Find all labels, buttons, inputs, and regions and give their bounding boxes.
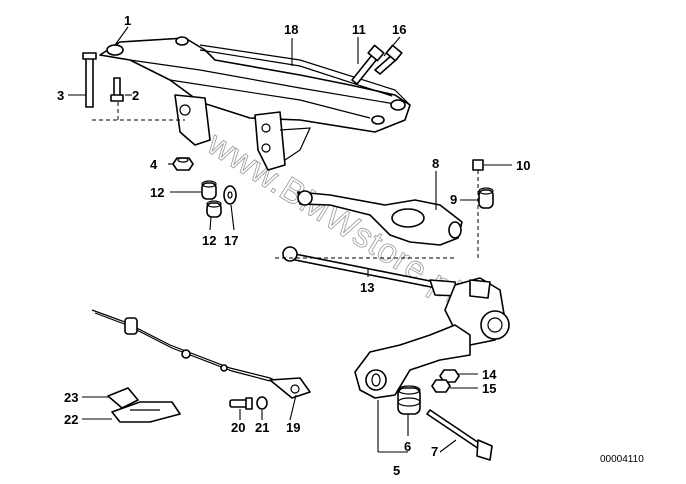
upper-control-arm — [297, 190, 463, 246]
callout-6: 6 — [404, 439, 411, 454]
bushing-9 — [478, 187, 494, 209]
callout-4: 4 — [150, 157, 158, 172]
nut-15 — [431, 379, 451, 393]
bolt-11 — [351, 44, 385, 85]
callout-14: 14 — [482, 367, 497, 382]
abs-sensor-cable — [91, 309, 311, 399]
callout-5: 5 — [393, 463, 400, 478]
clip-23 — [107, 387, 139, 409]
callout-16: 16 — [392, 22, 406, 37]
washer-21 — [256, 396, 268, 410]
callout-15: 15 — [482, 381, 496, 396]
callout-18: 18 — [284, 22, 298, 37]
callout-19: 19 — [286, 420, 300, 435]
callout-13: 13 — [360, 280, 374, 295]
nut-14 — [439, 369, 460, 383]
rear-axle-carrier — [99, 36, 411, 171]
rubber-mount-6 — [397, 385, 421, 415]
screw-2 — [110, 77, 124, 102]
bushing-12-lower — [206, 200, 222, 218]
callout-23: 23 — [64, 390, 78, 405]
callout-7: 7 — [431, 444, 438, 459]
lower-trailing-arm — [354, 324, 471, 399]
callout-labels: 1 2 3 4 5 6 7 8 9 10 11 12 12 13 14 15 1… — [57, 13, 530, 478]
callout-12-upper: 12 — [150, 185, 164, 200]
clip-22 — [111, 401, 181, 423]
track-rod-13 — [275, 246, 459, 297]
nut-4 — [172, 157, 194, 171]
callout-8: 8 — [432, 156, 439, 171]
bolt-7 — [426, 409, 493, 461]
callout-20: 20 — [231, 420, 245, 435]
callout-17: 17 — [224, 233, 238, 248]
callout-9: 9 — [450, 192, 457, 207]
callout-1: 1 — [124, 13, 131, 28]
bolt-3 — [82, 52, 97, 108]
washer-17 — [223, 185, 237, 205]
callout-22: 22 — [64, 412, 78, 427]
bushing-12-upper — [201, 180, 217, 200]
callout-21: 21 — [255, 420, 269, 435]
callout-2: 2 — [132, 88, 139, 103]
callout-12-lower: 12 — [202, 233, 216, 248]
screw-20 — [229, 397, 253, 410]
document-id: 00004110 — [600, 454, 644, 465]
bolt-10 — [472, 159, 484, 260]
leader-lines — [68, 26, 512, 453]
callout-10: 10 — [516, 158, 530, 173]
callout-11: 11 — [352, 22, 366, 37]
callout-3: 3 — [57, 88, 64, 103]
